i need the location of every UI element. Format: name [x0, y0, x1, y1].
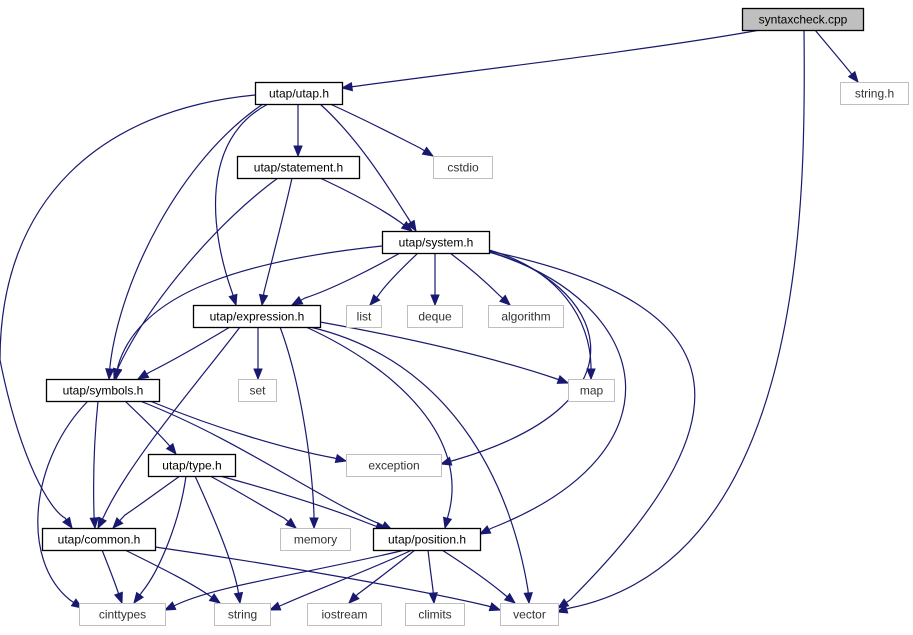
node-common_h[interactable]: utap/common.h [41, 527, 157, 552]
edge-common_h-to-string [124, 549, 222, 604]
node-label: string.h [855, 87, 894, 101]
edge-statement_h-to-symbols_h [113, 177, 279, 381]
edge-system_h-to-exception [439, 251, 592, 466]
edge-utap_h-to-cstdio [329, 103, 435, 157]
node-label: string [228, 608, 257, 622]
edge-symbols_h-to-cinttypes [37, 400, 89, 609]
edge-statement_h-to-expression_h [258, 177, 293, 307]
node-cstdio[interactable]: cstdio [433, 156, 493, 179]
edge-utap_h-to-statement_h [293, 103, 303, 158]
node-label: deque [418, 310, 452, 324]
node-label: utap/statement.h [254, 161, 343, 175]
edge-position_h-to-vector [441, 549, 517, 604]
edge-type_h-to-memory [209, 475, 298, 529]
node-map[interactable]: map [568, 379, 615, 402]
edge-system_h-to-deque [430, 253, 440, 307]
node-climits[interactable]: climits [405, 603, 465, 626]
edge-utap_h-to-expression_h [214, 103, 269, 307]
node-system_h[interactable]: utap/system.h [381, 230, 491, 255]
node-deque[interactable]: deque [407, 305, 463, 328]
node-exception[interactable]: exception [346, 454, 442, 477]
node-syntaxcheck[interactable]: syntaxcheck.cpp [741, 7, 865, 32]
node-label: cstdio [447, 161, 479, 175]
node-label: utap/system.h [399, 236, 474, 250]
edge-expression_h-to-set [253, 326, 263, 381]
edge-symbols_h-to-common_h [89, 400, 99, 530]
edge-symbols_h-to-type_h [124, 400, 177, 456]
edge-utap_h-to-symbols_h [105, 103, 264, 381]
node-label: vector [513, 608, 546, 622]
edge-expression_h-to-memory [279, 326, 319, 530]
node-cinttypes[interactable]: cinttypes [79, 603, 166, 626]
node-vector[interactable]: vector [500, 603, 559, 626]
node-label: utap/symbols.h [63, 384, 144, 398]
node-label: utap/position.h [388, 533, 466, 547]
edge-system_h-to-symbols_h [112, 245, 383, 381]
node-label: list [357, 310, 372, 324]
edge-type_h-to-cinttypes [133, 475, 187, 605]
node-label: utap/expression.h [210, 310, 305, 324]
edge-system_h-to-expression_h [290, 252, 401, 306]
edge-system_h-to-position_h [478, 251, 627, 535]
node-label: algorithm [501, 310, 550, 324]
node-list[interactable]: list [346, 305, 382, 328]
node-label: utap/common.h [58, 533, 141, 547]
edge-utap_h-to-common_h [0, 94, 256, 530]
node-string[interactable]: string [214, 603, 271, 626]
edge-utap_h-to-system_h [319, 103, 417, 233]
edge-syntaxcheck-to-vector [555, 29, 805, 614]
edge-system_h-to-list [369, 252, 419, 307]
edge-symbols_h-to-exception [149, 400, 348, 464]
edge-syntaxcheck-to-utap_h [340, 29, 761, 92]
node-label: set [249, 384, 266, 398]
node-iostream[interactable]: iostream [307, 603, 382, 626]
node-expression_h[interactable]: utap/expression.h [192, 304, 322, 329]
node-statement_h[interactable]: utap/statement.h [236, 155, 361, 180]
edge-system_h-to-vector [488, 250, 696, 609]
node-label: cinttypes [99, 608, 146, 622]
node-label: map [580, 384, 604, 398]
node-symbols_h[interactable]: utap/symbols.h [45, 378, 161, 403]
edge-layer [0, 29, 859, 614]
node-memory[interactable]: memory [280, 528, 351, 551]
edge-expression_h-to-position_h [305, 326, 453, 530]
edge-position_h-to-climits [427, 549, 438, 605]
node-type_h[interactable]: utap/type.h [147, 453, 237, 478]
node-label: iostream [321, 608, 367, 622]
node-utap_h[interactable]: utap/utap.h [254, 81, 344, 106]
edge-common_h-to-cinttypes [101, 549, 123, 605]
edge-expression_h-to-map [319, 321, 570, 384]
edge-common_h-to-vector [154, 546, 502, 612]
edge-position_h-to-cinttypes [163, 549, 406, 611]
edge-statement_h-to-system_h [319, 177, 414, 232]
node-label: syntaxcheck.cpp [759, 13, 848, 27]
edge-position_h-to-string [268, 549, 413, 611]
edge-expression_h-to-vector [309, 326, 533, 605]
node-position_h[interactable]: utap/position.h [372, 527, 482, 552]
edge-expression_h-to-common_h [97, 326, 241, 530]
edge-type_h-to-common_h [112, 475, 181, 529]
edge-system_h-to-algorithm [449, 252, 512, 306]
node-label: utap/type.h [162, 459, 221, 473]
node-layer: syntaxcheck.cpp utap/utap.h string.h utap/s… [41, 7, 909, 626]
node-string_h[interactable]: string.h [840, 82, 909, 105]
edge-position_h-to-iostream [348, 549, 416, 604]
edge-expression_h-to-symbols_h [136, 326, 231, 380]
node-label: utap/utap.h [269, 87, 329, 101]
node-label: climits [418, 608, 451, 622]
node-label: memory [294, 533, 337, 547]
edge-type_h-to-string [194, 475, 244, 605]
edge-syntaxcheck-to-string_h [814, 29, 859, 84]
node-set[interactable]: set [238, 379, 277, 402]
node-label: exception [368, 459, 419, 473]
node-algorithm[interactable]: algorithm [488, 305, 564, 328]
